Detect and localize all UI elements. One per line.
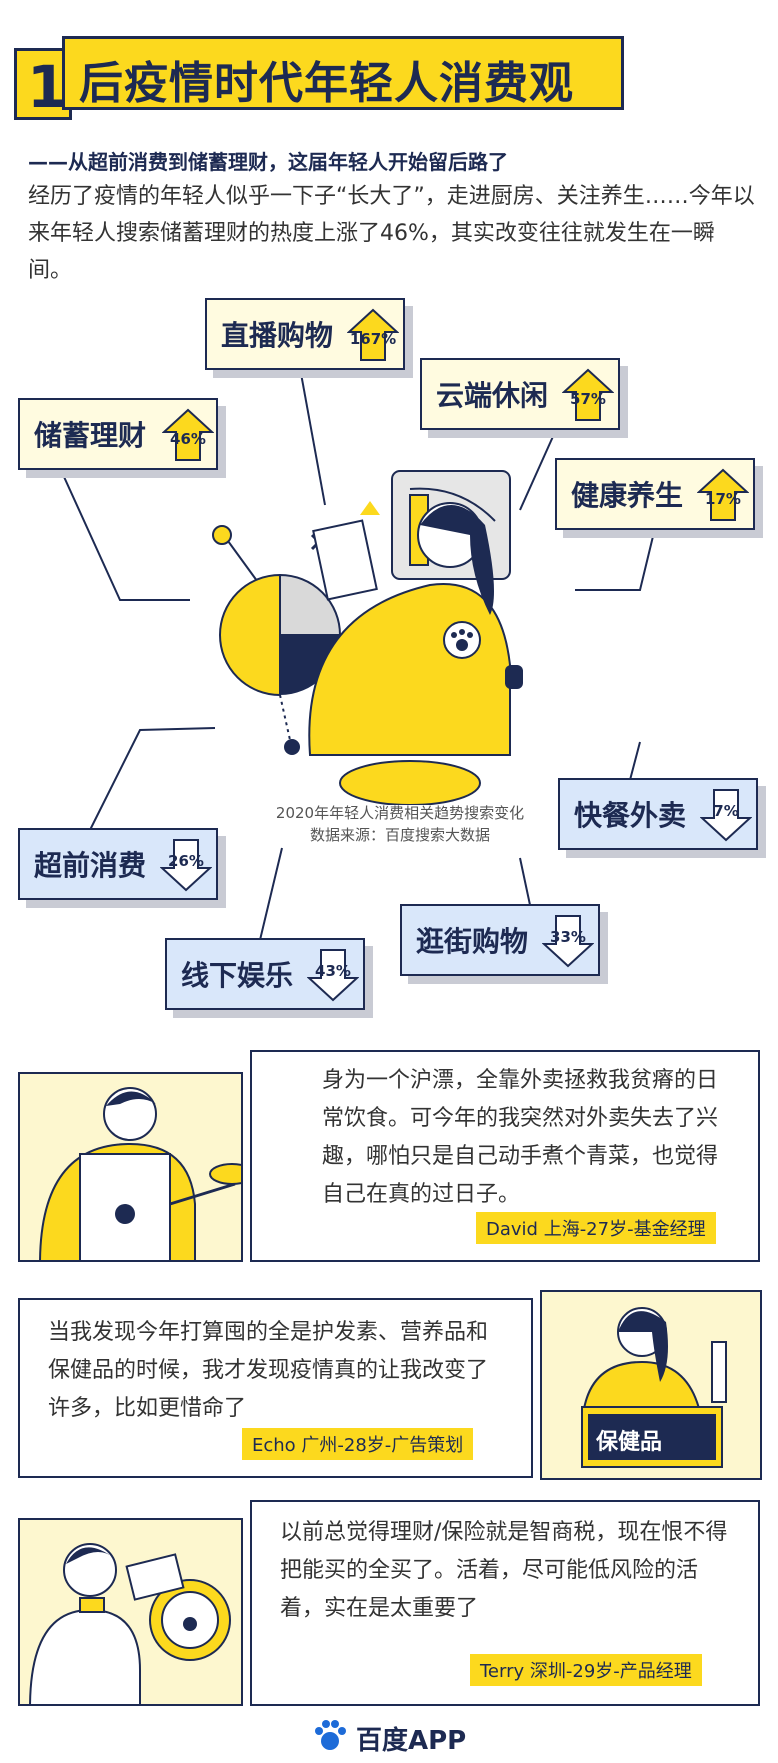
logo-text: 百度APP <box>356 1726 467 1756</box>
category-label: 快餐外卖 <box>574 799 687 832</box>
story-card-1: 身为一个沪漂，全靠外卖拯救我贫瘠的日常饮食。可今年的我突然对外卖失去了兴趣，哪怕… <box>250 1050 760 1262</box>
category-label: 逛街购物 <box>416 925 529 958</box>
story-card-2: 当我发现今年打算囤的全是护发素、营养品和保健品的时候，我才发现疫情真的让我改变了… <box>18 1298 533 1478</box>
title-banner: 后疫情时代年轻人消费观 <box>62 36 624 110</box>
category-percent: 26% <box>168 852 204 870</box>
category-percent: 7% <box>713 802 739 820</box>
caption-line-2: 数据来源：百度搜索大数据 <box>309 826 490 844</box>
up-arrow-icon: 46% <box>162 408 214 462</box>
subtitle: ——从超前消费到储蓄理财，这届年轻人开始留后路了 <box>28 150 508 174</box>
category-label: 超前消费 <box>34 849 147 882</box>
category-percent: 33% <box>550 928 586 946</box>
category-card-health: 健康养生 17% <box>555 458 755 530</box>
category-card-offline-entertainment: 线下娱乐 43% <box>165 938 365 1010</box>
category-card-mall-shopping: 逛街购物 33% <box>400 904 600 976</box>
caption-line-1: 2020年年轻人消费相关趋势搜索变化 <box>275 804 525 822</box>
category-card-live-shopping: 直播购物 167% <box>205 298 405 370</box>
category-label: 线下娱乐 <box>181 959 294 992</box>
story-text: 身为一个沪漂，全靠外卖拯救我贫瘠的日常饮食。可今年的我突然对外卖失去了兴趣，哪怕… <box>322 1068 719 1207</box>
story-text: 当我发现今年打算囤的全是护发素、营养品和保健品的时候，我才发现疫情真的让我改变了… <box>48 1320 489 1421</box>
down-arrow-icon: 7% <box>700 788 752 842</box>
story-author-tag: David 上海-27岁-基金经理 <box>476 1212 716 1244</box>
category-label: 云端休闲 <box>436 379 549 412</box>
paw-icon <box>315 1720 346 1750</box>
category-card-overspending: 超前消费 26% <box>18 828 218 900</box>
baidu-app-logo: 百度APP <box>312 1718 472 1756</box>
down-arrow-icon: 26% <box>160 838 212 892</box>
woman-supplements-illustration: 保健品 <box>540 1290 762 1480</box>
category-card-cloud-leisure: 云端休闲 57% <box>420 358 620 430</box>
story-author-tag: Terry 深圳-29岁-产品经理 <box>470 1654 702 1686</box>
category-percent: 46% <box>170 430 206 448</box>
woman-with-charts-illustration <box>212 470 523 805</box>
chart-caption: 2020年年轻人消费相关趋势搜索变化 数据来源：百度搜索大数据 <box>240 802 560 846</box>
down-arrow-icon: 33% <box>542 914 594 968</box>
category-label: 直播购物 <box>221 319 334 352</box>
man-coins-illustration <box>18 1518 243 1706</box>
category-label: 健康养生 <box>571 479 684 512</box>
cooking-man-icon <box>39 1087 241 1260</box>
cooking-man-illustration <box>18 1072 243 1262</box>
up-arrow-icon: 17% <box>697 468 749 522</box>
category-percent: 167% <box>349 330 397 348</box>
category-percent: 17% <box>705 490 741 508</box>
up-arrow-icon: 57% <box>562 368 614 422</box>
section-number: 1 <box>27 53 68 121</box>
category-label: 储蓄理财 <box>34 419 147 452</box>
up-arrow-icon: 167% <box>347 308 399 362</box>
box-label: 保健品 <box>596 1430 663 1455</box>
story-text: 以前总觉得理财/保险就是智商税，现在恨不得把能买的全买了。活着，尽可能低风险的活… <box>280 1520 728 1621</box>
category-card-savings: 储蓄理财 46% <box>18 398 218 470</box>
connector-lines <box>59 367 656 941</box>
story-card-3: 以前总觉得理财/保险就是智商税，现在恨不得把能买的全买了。活着，尽可能低风险的活… <box>250 1500 760 1706</box>
intro-paragraph: 经历了疫情的年轻人似乎一下子“长大了”，走进厨房、关注养生……今年以来年轻人搜索… <box>28 184 755 283</box>
page-title: 后疫情时代年轻人消费观 <box>79 58 574 109</box>
down-arrow-icon: 43% <box>307 948 359 1002</box>
man-coins-icon <box>29 1543 231 1704</box>
story-author-tag: Echo 广州-28岁-广告策划 <box>242 1428 474 1460</box>
category-percent: 43% <box>315 962 351 980</box>
woman-supplements-icon <box>580 1307 727 1468</box>
category-percent: 57% <box>570 390 606 408</box>
category-card-fast-food: 快餐外卖 7% <box>558 778 758 850</box>
